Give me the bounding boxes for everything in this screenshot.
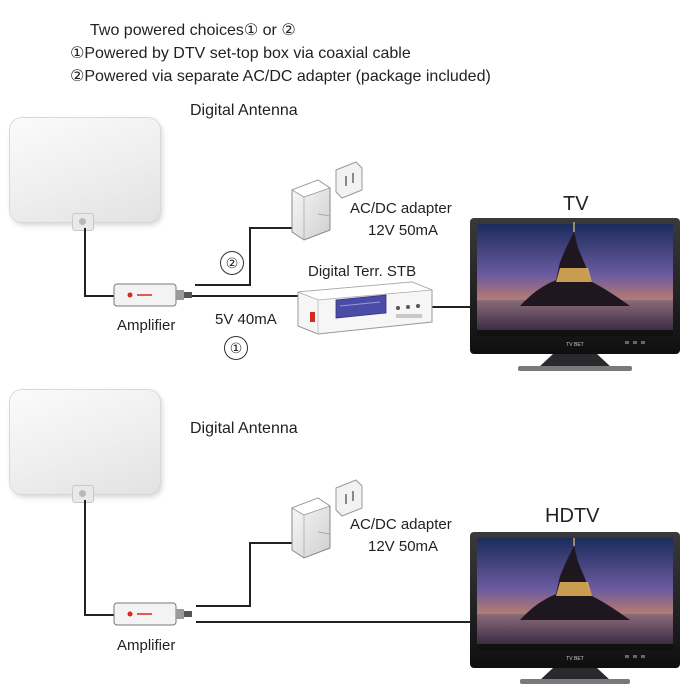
- antenna-cable: [84, 228, 115, 297]
- power-label: 5V 40mA: [215, 311, 277, 328]
- tv-brand-top: TV BET: [566, 342, 584, 348]
- top-cables: [84, 227, 470, 308]
- adapter-icon: [291, 497, 331, 559]
- amplifier-icon: [113, 602, 192, 626]
- tv-icon: TV BET: [470, 532, 680, 684]
- tv-brand-bottom: TV BET: [566, 656, 584, 662]
- bottom-cables: [84, 500, 470, 623]
- antenna-icon: [10, 118, 160, 222]
- bottom-adapter-spec: 12V 50mA: [368, 538, 439, 555]
- bottom-tv-label: HDTV: [545, 505, 600, 527]
- adapter-cable: [196, 542, 305, 607]
- adapter-cable: [195, 227, 305, 286]
- top-adapter-spec: 12V 50mA: [368, 222, 439, 239]
- marker-2: ②: [220, 251, 244, 275]
- bottom-amplifier-label: Amplifier: [117, 637, 176, 654]
- header-line-1: Two powered choices① or ②: [90, 22, 296, 39]
- marker-1: ①: [224, 336, 248, 360]
- tv-icon: TV BET: [470, 218, 680, 371]
- header-line-3: ②Powered via separate AC/DC adapter (pac…: [70, 68, 491, 85]
- top-adapter-label: AC/DC adapter: [350, 200, 452, 217]
- antenna-icon: [10, 390, 160, 494]
- amplifier-icon: [113, 283, 192, 307]
- header-line-2: ①Powered by DTV set-top box via coaxial …: [70, 45, 411, 62]
- wall-plug-icon: [335, 479, 363, 517]
- set-top-box-icon: [297, 281, 433, 335]
- antenna-cable: [84, 500, 115, 616]
- top-amplifier-label: Amplifier: [117, 317, 176, 334]
- wall-plug-icon: [335, 161, 363, 199]
- bottom-adapter-label: AC/DC adapter: [350, 516, 452, 533]
- bottom-antenna-label: Digital Antenna: [190, 420, 298, 437]
- adapter-icon: [291, 179, 331, 241]
- antenna-connector-icon: [72, 485, 94, 503]
- stb-label: Digital Terr. STB: [308, 263, 417, 280]
- antenna-connector-icon: [72, 213, 94, 231]
- top-tv-label: TV: [563, 193, 589, 215]
- top-antenna-label: Digital Antenna: [190, 102, 298, 119]
